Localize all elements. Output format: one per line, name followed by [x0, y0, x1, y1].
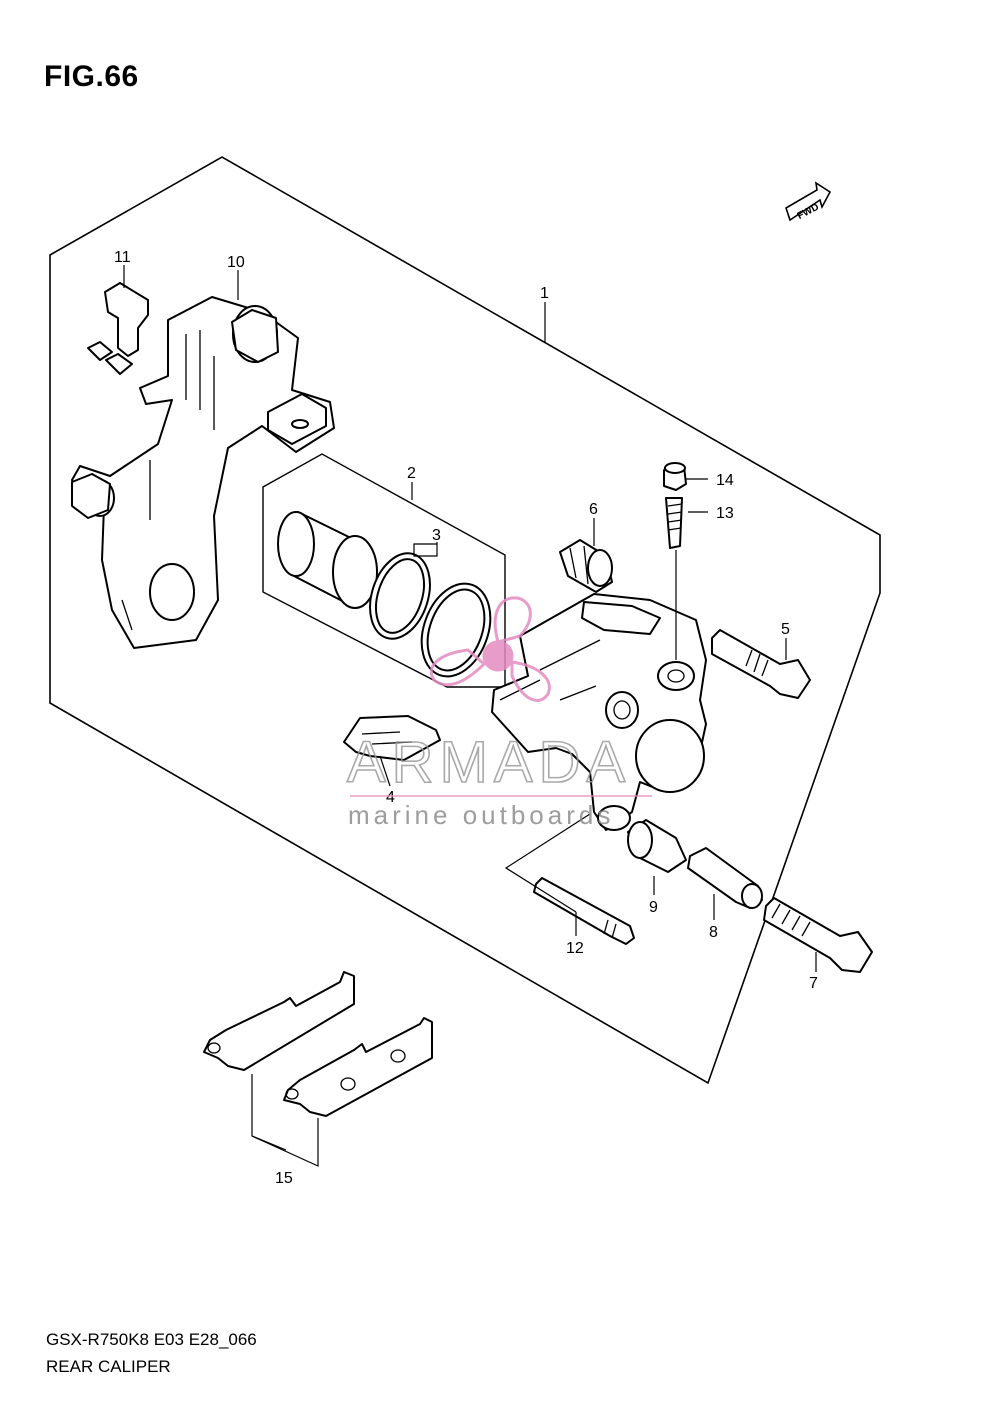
label-part-2: 2: [407, 465, 416, 482]
label-part-13: 13: [716, 505, 734, 522]
pin-boot-lower: [627, 819, 687, 873]
leader-lines: [123, 265, 817, 1167]
fwd-arrow-icon: FWD: [785, 181, 832, 222]
label-part-5: 5: [781, 621, 790, 638]
label-part-6: 6: [589, 501, 598, 518]
propeller-logo-icon: [429, 596, 551, 702]
label-part-15: 15: [275, 1170, 293, 1187]
pad-spring: [343, 715, 441, 761]
label-part-1: 1: [540, 285, 549, 302]
pad-pin: [533, 877, 635, 945]
bleeder-cap: [663, 462, 687, 491]
label-part-14: 14: [716, 472, 734, 489]
model-code: GSX-R750K8 E03 E28_066: [46, 1330, 257, 1349]
slide-sleeve: [687, 847, 763, 909]
pad-spring-clip: [87, 282, 149, 375]
caliper-body: [491, 593, 707, 831]
watermark: ARMADA marine outboards: [346, 596, 652, 830]
watermark-brand: ARMADA: [347, 730, 631, 795]
piston: [277, 511, 378, 609]
bleeder-valve: [665, 497, 683, 549]
watermark-tagline: marine outboards: [348, 800, 614, 830]
slide-pin-upper: [711, 629, 811, 699]
caliper-bracket: [71, 296, 335, 649]
label-part-4: 4: [386, 789, 395, 806]
label-part-3: 3: [432, 527, 441, 544]
label-part-9: 9: [649, 899, 658, 916]
label-part-10: 10: [227, 254, 245, 271]
assembly-boundary: [49, 156, 881, 1085]
figure-title: FIG.66: [44, 60, 139, 93]
label-part-12: 12: [566, 940, 584, 957]
mounting-bolt: [763, 897, 873, 973]
label-part-8: 8: [709, 924, 718, 941]
label-part-11: 11: [114, 249, 131, 266]
brake-pad-set: [203, 971, 433, 1117]
pin-boot: [559, 539, 613, 593]
label-part-7: 7: [809, 975, 818, 992]
assembly-name: REAR CALIPER: [46, 1357, 171, 1376]
